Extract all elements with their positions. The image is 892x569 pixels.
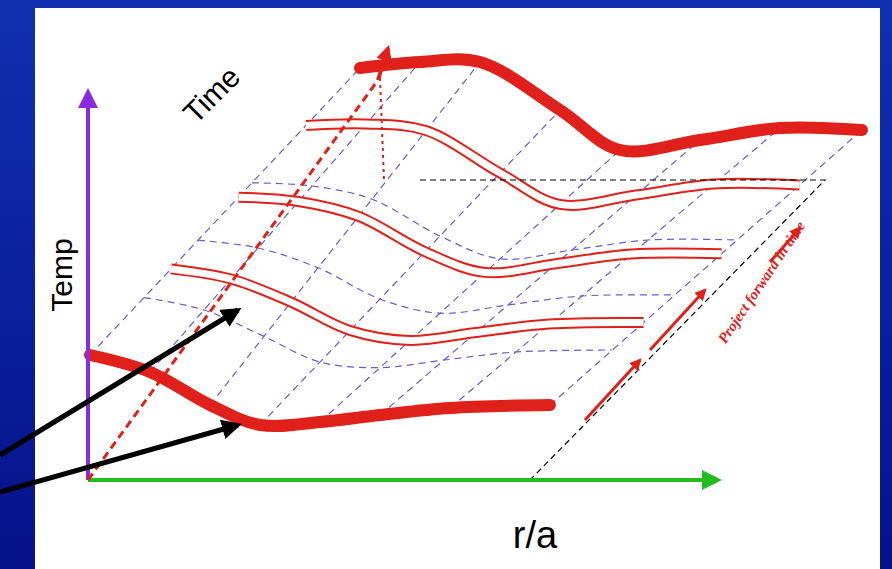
pointer-arrow [0,425,238,492]
surface-grid [90,62,862,425]
profile-fill [171,269,644,341]
forward-arrow [650,290,705,350]
white-panel [35,8,880,569]
time-axis [88,80,378,480]
temp-axis [86,92,90,480]
r-axis [88,478,718,482]
grid-line [320,150,620,422]
grid-line [380,140,700,415]
profile-bold [360,59,862,151]
profile-fill [239,197,722,273]
grid-line [550,130,862,405]
profile-bold [90,355,550,426]
forward-arrow [585,360,640,420]
grid-line [150,62,420,372]
drop-line [380,78,384,180]
profile-outline [239,197,722,273]
axis-label: Temp [47,238,77,311]
base-plane [420,180,825,480]
profile-curves [90,59,862,426]
grid-line [210,62,480,405]
profile-outline [171,269,644,341]
time-arrow [378,48,388,80]
axis-label: r/a [513,516,557,554]
